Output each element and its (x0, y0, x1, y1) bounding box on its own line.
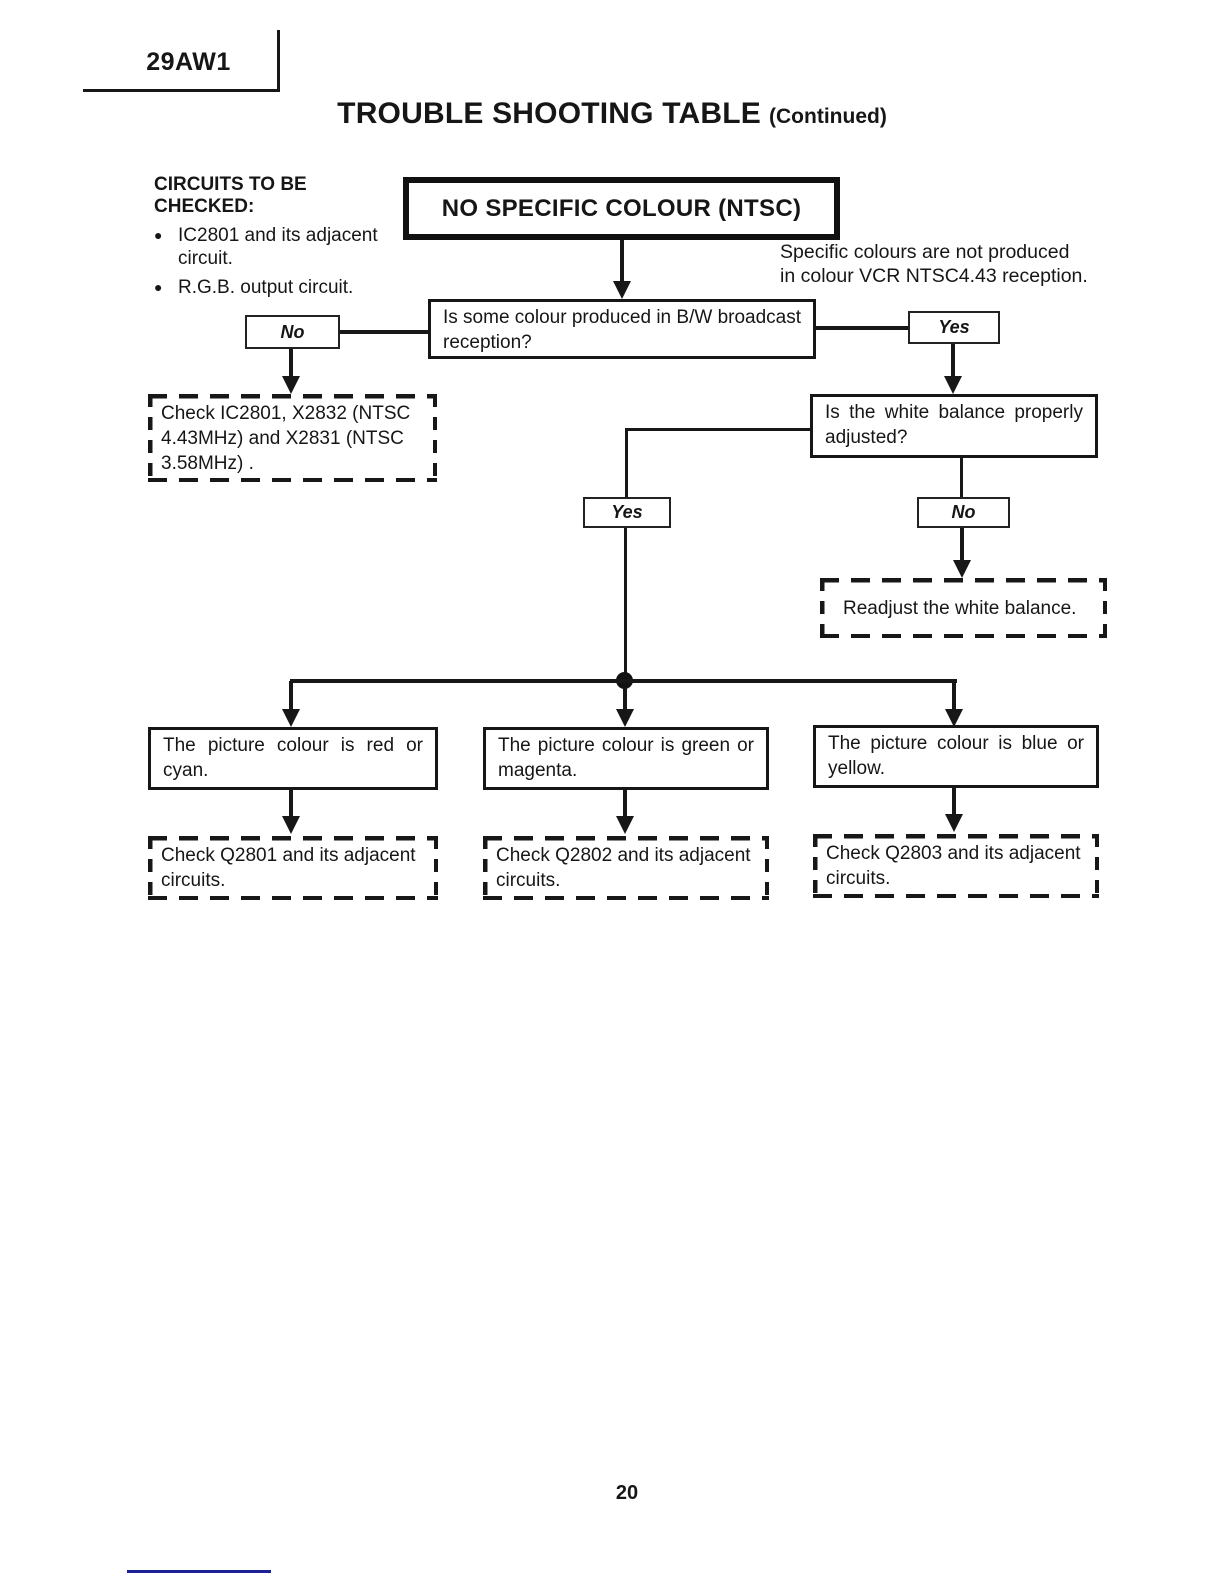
checklist-item: IC2801 and its adjacent circuit. (154, 224, 404, 270)
note-line: in colour VCR NTSC4.43 reception. (780, 265, 1088, 288)
connector-yes2-junction (624, 528, 627, 681)
arrow-down-icon (944, 376, 962, 394)
arrow-down-icon (282, 709, 300, 727)
connector-branch-right (952, 681, 956, 711)
arrow-down-icon (616, 816, 634, 834)
page-title-suffix: (Continued) (769, 105, 887, 128)
circuits-checklist: CIRCUITS TO BE CHECKED: IC2801 and its a… (154, 174, 404, 306)
connector-q1-yes1 (816, 326, 908, 330)
action-check-ic2801: Check IC2801, X2832 (NTSC 4.43MHz) and X… (148, 394, 437, 482)
condition-red-cyan: The picture colour is red or cyan. (148, 727, 438, 790)
connector-cond3-action3 (952, 788, 956, 816)
checklist-item-text: R.G.B. output circuit. (178, 277, 354, 299)
action-check-q2802: Check Q2802 and its adjacent circuits. (483, 836, 769, 900)
connector-left-down (625, 428, 628, 497)
action-check-q2803: Check Q2803 and its adjacent circuits. (813, 834, 1099, 898)
model-side-rule (277, 30, 280, 92)
note-vcr-reception: Specific colours are not produced in col… (780, 240, 1100, 288)
arrow-down-icon (953, 560, 971, 578)
action-readjust-white-balance: Readjust the white balance. (820, 578, 1107, 638)
arrow-down-icon (945, 709, 963, 727)
label-no: No (917, 497, 1010, 528)
page-title-main: TROUBLE SHOOTING TABLE (337, 97, 762, 130)
junction-crossbar (290, 679, 957, 683)
checklist-heading: CIRCUITS TO BE CHECKED: (154, 174, 307, 217)
model-underline (83, 89, 279, 92)
page-title: TROUBLE SHOOTING TABLE (Continued) (0, 97, 1224, 131)
footer-rule (127, 1570, 271, 1573)
label-no: No (245, 315, 340, 349)
model-number: 29AW1 (146, 48, 231, 76)
checklist-item: R.G.B. output circuit. (154, 276, 404, 299)
connector-no1-q1 (340, 330, 428, 334)
connector-cond1-action1 (289, 790, 293, 818)
bullet-icon (154, 276, 178, 299)
bullet-icon (154, 224, 178, 247)
connector-branch-left (289, 681, 293, 711)
arrow-down-icon (613, 281, 631, 299)
connector-cond2-action2 (623, 790, 627, 818)
flow-start-box: NO SPECIFIC COLOUR (NTSC) (403, 177, 840, 240)
action-check-q2801: Check Q2801 and its adjacent circuits. (148, 836, 438, 900)
label-yes: Yes (908, 311, 1000, 344)
connector-no2-down (960, 528, 964, 561)
condition-blue-yellow: The picture colour is blue or yellow. (813, 725, 1099, 788)
connector-start-q1 (620, 240, 624, 284)
connector-branch-center (623, 687, 627, 711)
connector-q2-left (625, 428, 810, 431)
page-number: 20 (615, 1482, 639, 1504)
arrow-down-icon (945, 814, 963, 832)
connector-yes1-down (951, 344, 955, 378)
note-line: Specific colours are not produced (780, 241, 1070, 263)
checklist-item-text: IC2801 and its adjacent circuit. (178, 225, 378, 270)
question-white-balance: Is the white balance properly adjusted? (810, 394, 1098, 458)
question-bw-broadcast: Is some colour produced in B/W broadcast… (428, 299, 816, 359)
label-yes: Yes (583, 497, 671, 528)
connector-q2-no2 (960, 458, 963, 497)
arrow-down-icon (282, 816, 300, 834)
arrow-down-icon (616, 709, 634, 727)
arrow-down-icon (282, 376, 300, 394)
connector-no1-down (289, 349, 293, 378)
condition-green-magenta: The picture colour is green or magenta. (483, 727, 769, 790)
